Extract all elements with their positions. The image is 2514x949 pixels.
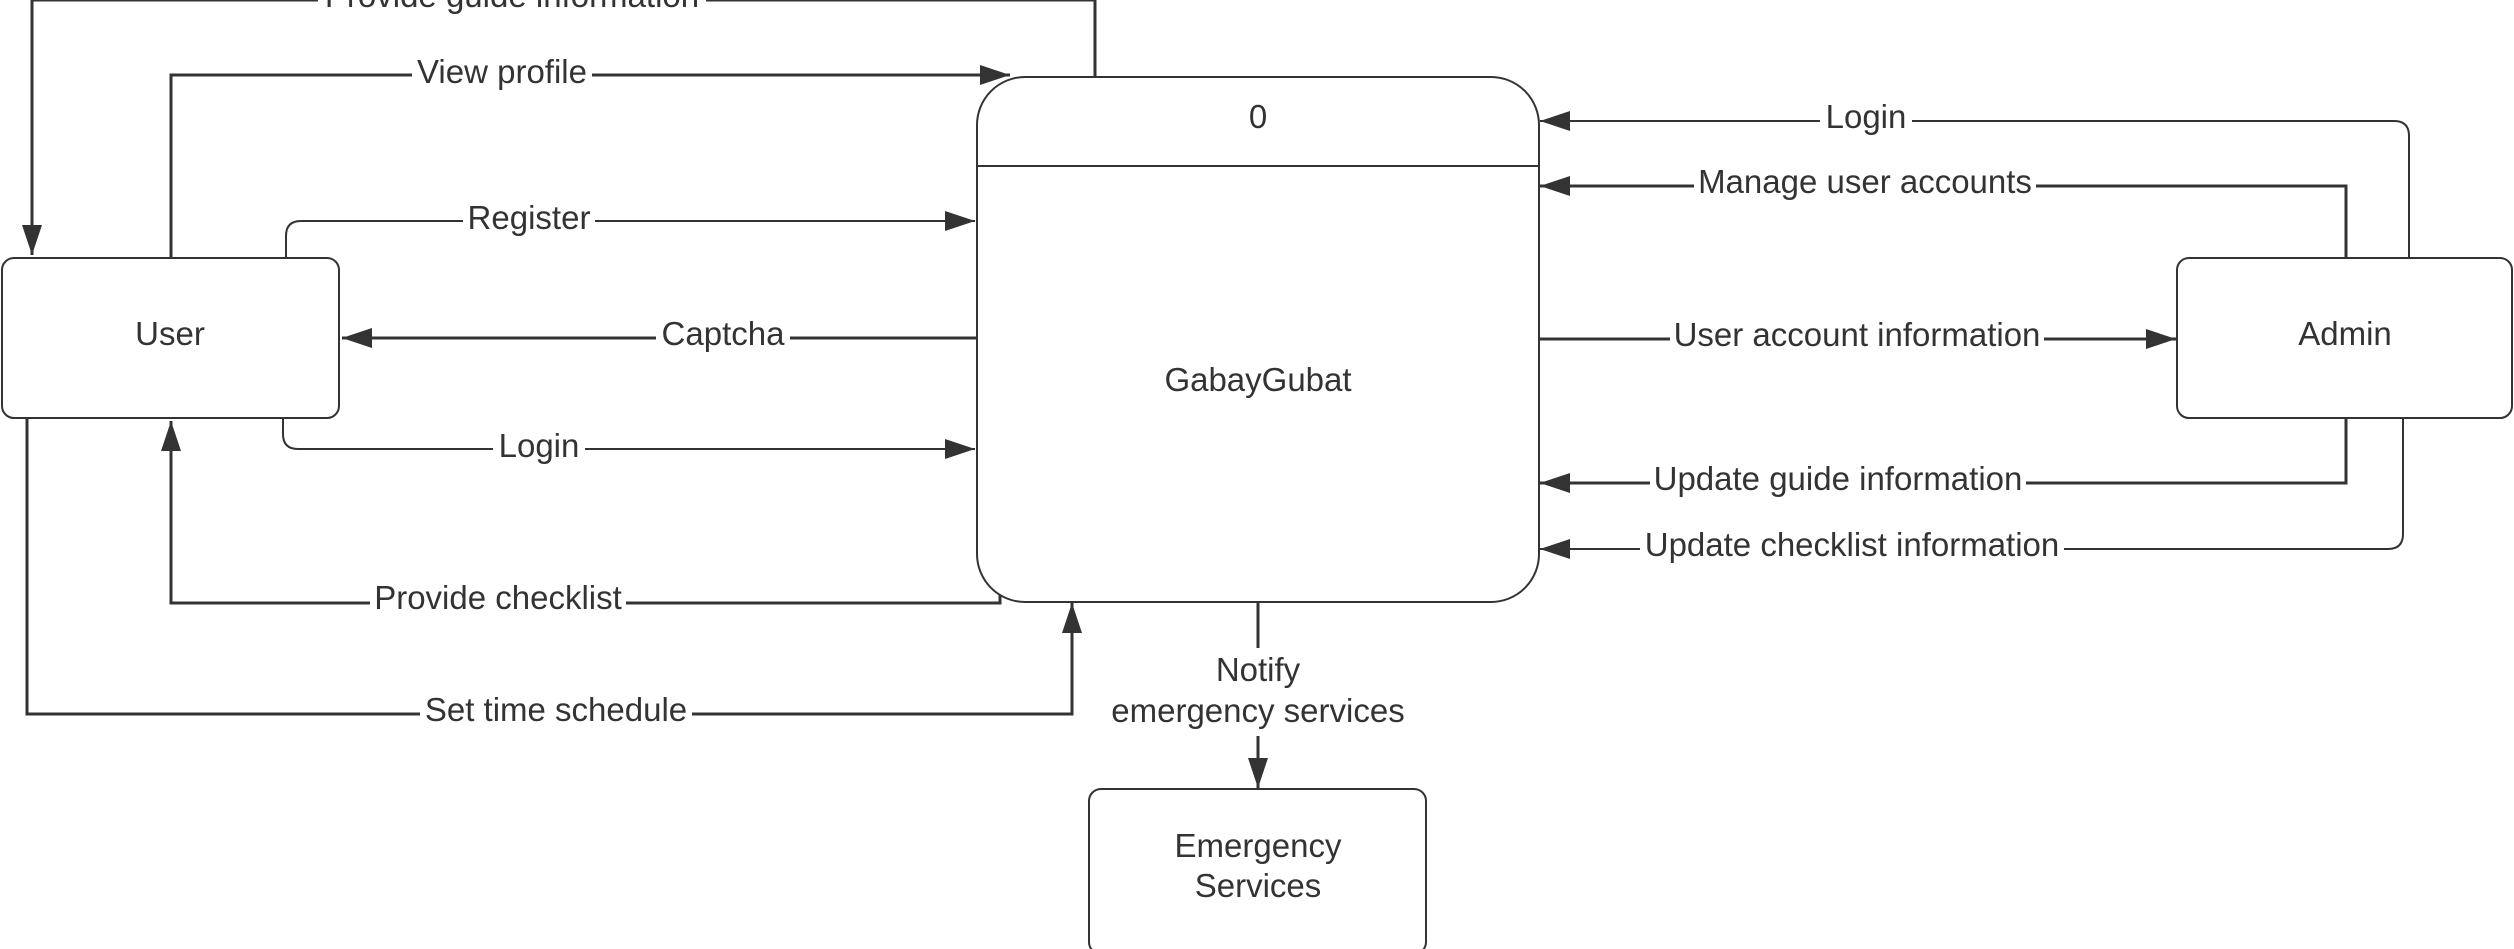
flow-user-account-information: User account information: [1540, 316, 2176, 356]
flow-label-view-profile: View profile: [417, 53, 587, 90]
flow-set-time-schedule: Set time schedule: [25, 419, 1082, 732]
flow-label-register: Register: [468, 199, 591, 236]
flow-label-update-checklist-information: Update checklist information: [1645, 526, 2060, 563]
flow-label-provide-guide-information: Provide guide information: [325, 0, 699, 14]
flow-update-checklist-information: Update checklist information: [1540, 419, 2404, 566]
flow-manage-user-accounts: Manage user accounts: [1540, 163, 2348, 257]
flow-label-set-time-schedule: Set time schedule: [425, 691, 687, 728]
flow-view-profile: View profile: [169, 52, 1010, 257]
flow-label-provide-checklist: Provide checklist: [374, 579, 622, 616]
flow-admin-login: Login: [1540, 98, 2410, 257]
flow-label-admin-login: Login: [1826, 98, 1907, 135]
flow-label-user-account-information: User account information: [1674, 316, 2041, 353]
flow-label-notify-line2: emergency services: [1111, 692, 1404, 729]
flow-provide-guide-information: Provide guide information: [22, 0, 1097, 255]
flow-update-guide-information: Update guide information: [1540, 419, 2348, 500]
flow-provide-checklist: Provide checklist: [161, 421, 1002, 621]
flow-label-notify-line1: Notify: [1216, 651, 1301, 688]
flow-user-login: Login: [282, 419, 975, 466]
entity-emergency-label-line1: Emergency: [1175, 827, 1342, 864]
process-name: GabayGubat: [1164, 361, 1351, 398]
process-number: 0: [1249, 98, 1267, 135]
entity-emergency-services: Emergency Services: [1088, 788, 1427, 949]
entity-user-label: User: [135, 315, 205, 352]
flow-captcha: Captcha: [342, 315, 976, 355]
entity-admin-label: Admin: [2298, 315, 2392, 352]
process-gabaygubat: 0 GabayGubat: [976, 76, 1540, 603]
flow-label-update-guide-information: Update guide information: [1654, 460, 2023, 497]
flow-notify-emergency-services: Notify emergency services: [1102, 603, 1414, 788]
entity-admin: Admin: [2176, 257, 2513, 419]
flow-register: Register: [285, 198, 975, 257]
flow-label-manage-user-accounts: Manage user accounts: [1698, 163, 2032, 200]
entity-emergency-label-line2: Services: [1195, 867, 1322, 904]
flow-label-captcha: Captcha: [662, 315, 786, 352]
entity-user: User: [1, 257, 340, 419]
flow-label-user-login: Login: [499, 427, 580, 464]
